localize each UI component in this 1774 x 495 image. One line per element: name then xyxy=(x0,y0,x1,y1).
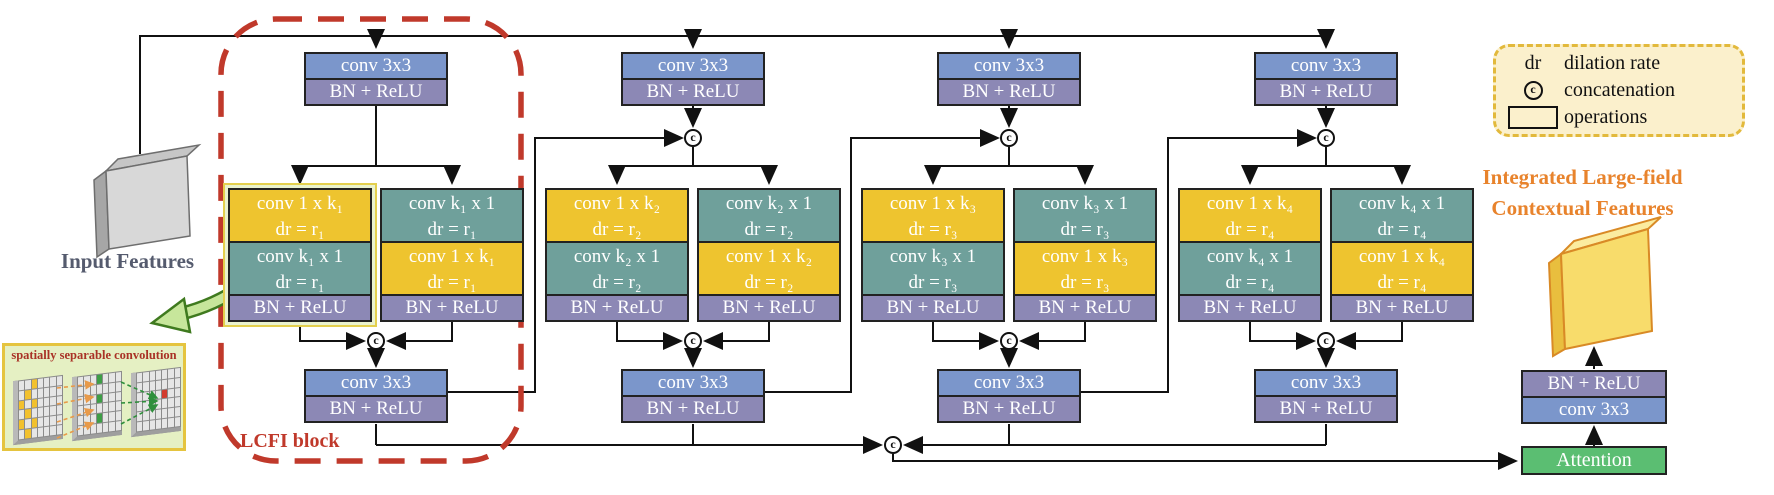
top-conv-group: conv 3x3 BN + ReLU xyxy=(1254,52,1398,106)
bn-relu-box: BN + ReLU xyxy=(545,294,689,322)
bn-relu-box: BN + ReLU xyxy=(1330,294,1474,322)
concat-icon: c xyxy=(367,332,385,350)
lcfi-column-4: conv 3x3 BN + ReLU c conv 1 x k₄ dr = r₄… xyxy=(1178,0,1474,495)
conv3x3-box: conv 3x3 xyxy=(1254,369,1398,397)
bn-relu-box: BN + ReLU xyxy=(304,395,448,423)
conv-kx1-box: conv k₄ x 1 dr = r₄ xyxy=(1330,188,1474,243)
branch-kx1-then-1xk: conv k₁ x 1 dr = r₁ conv 1 x k₁ dr = r₁ … xyxy=(380,188,524,322)
operations-box-icon xyxy=(1508,106,1558,129)
conv-1xk-box: conv 1 x k₁ dr = r₁ xyxy=(380,241,524,296)
dr-symbol: dr xyxy=(1524,52,1542,74)
bn-relu-box: BN + ReLU xyxy=(1254,395,1398,423)
bn-relu-box: BN + ReLU xyxy=(380,294,524,322)
conv3x3-box: conv 3x3 xyxy=(1521,396,1667,424)
separable-convolution-inset: spatially separable convolution xyxy=(2,343,186,451)
conv3x3-box: conv 3x3 xyxy=(1254,52,1398,80)
concat-icon: c xyxy=(1523,81,1543,100)
legend-row-concatenation: c concatenation xyxy=(1502,77,1736,104)
output-feature-map xyxy=(1547,216,1662,358)
lcfi-column-3: conv 3x3 BN + ReLU c conv 1 x k₃ dr = r₃… xyxy=(861,0,1157,495)
concat-icon: c xyxy=(1000,129,1018,147)
bn-relu-box: BN + ReLU xyxy=(1254,78,1398,106)
top-bus-line xyxy=(139,35,1326,154)
conv-kx1-box: conv k₃ x 1 dr = r₃ xyxy=(1013,188,1157,243)
bn-relu-box: BN + ReLU xyxy=(1178,294,1322,322)
conv-kx1-box: conv k₃ x 1 dr = r₃ xyxy=(861,241,1005,296)
conv-kx1-box: conv k₁ x 1 dr = r₁ xyxy=(380,188,524,243)
branch-1xk-then-kx1: conv 1 x k₂ dr = r₂ conv k₂ x 1 dr = r₂ … xyxy=(545,188,689,322)
branch-1xk-then-kx1: conv 1 x k₁ dr = r₁ conv k₁ x 1 dr = r₁ … xyxy=(223,183,377,327)
lcfi-column-2: conv 3x3 BN + ReLU c conv 1 x k₂ dr = r₂… xyxy=(545,0,841,495)
inset-kernel-arrows xyxy=(56,380,159,439)
bn-relu-box: BN + ReLU xyxy=(621,395,765,423)
conv-1xk-box: conv 1 x k₁ dr = r₁ xyxy=(228,188,372,243)
conv-1xk-box: conv 1 x k₂ dr = r₂ xyxy=(697,241,841,296)
concat-icon: c xyxy=(684,332,702,350)
bottom-conv-group: conv 3x3 BN + ReLU xyxy=(937,369,1081,423)
branch-kx1-then-1xk: conv k₂ x 1 dr = r₂ conv 1 x k₂ dr = r₂ … xyxy=(697,188,841,322)
bottom-conv-group: conv 3x3 BN + ReLU xyxy=(621,369,765,423)
conv3x3-box: conv 3x3 xyxy=(621,369,765,397)
conv-1xk-box: conv 1 x k₄ dr = r₄ xyxy=(1330,241,1474,296)
bn-relu-box: BN + ReLU xyxy=(1521,370,1667,398)
bottom-conv-group: conv 3x3 BN + ReLU xyxy=(1254,369,1398,423)
branch-kx1-then-1xk: conv k₃ x 1 dr = r₃ conv 1 x k₃ dr = r₃ … xyxy=(1013,188,1157,322)
branch-kx1-then-1xk: conv k₄ x 1 dr = r₄ conv 1 x k₄ dr = r₄ … xyxy=(1330,188,1474,322)
bn-relu-box: BN + ReLU xyxy=(861,294,1005,322)
attention-box: Attention xyxy=(1521,446,1667,475)
concat-icon: c xyxy=(684,129,702,147)
inset-title: spatially separable convolution xyxy=(11,348,177,362)
top-conv-group: conv 3x3 BN + ReLU xyxy=(621,52,765,106)
lcfi-block-label: LCFI block xyxy=(240,430,340,452)
bn-relu-box: BN + ReLU xyxy=(937,395,1081,423)
legend-row-operations: operations xyxy=(1502,104,1736,131)
bn-relu-box: BN + ReLU xyxy=(1013,294,1157,322)
output-conv-group: BN + ReLU conv 3x3 xyxy=(1521,370,1667,424)
bn-relu-box: BN + ReLU xyxy=(937,78,1081,106)
bn-relu-box: BN + ReLU xyxy=(697,294,841,322)
input-feature-map xyxy=(93,143,202,259)
lcfi-column-1: conv 3x3 BN + ReLU conv 1 x k₁ dr = r₁ c… xyxy=(223,0,524,495)
branch-1xk-then-kx1: conv 1 x k₄ dr = r₄ conv k₄ x 1 dr = r₄ … xyxy=(1178,188,1322,322)
concat-icon: c xyxy=(1317,129,1335,147)
conv3x3-box: conv 3x3 xyxy=(937,369,1081,397)
conv3x3-box: conv 3x3 xyxy=(304,52,448,80)
conv-1xk-box: conv 1 x k₂ dr = r₂ xyxy=(545,188,689,243)
conv3x3-box: conv 3x3 xyxy=(621,52,765,80)
conv-1xk-box: conv 1 x k₃ dr = r₃ xyxy=(861,188,1005,243)
conv3x3-box: conv 3x3 xyxy=(937,52,1081,80)
conv3x3-box: conv 3x3 xyxy=(304,369,448,397)
output-features-label: Integrated Large-field Contextual Featur… xyxy=(1482,165,1683,220)
legend: dr dilation rate c concatenation operati… xyxy=(1493,44,1745,137)
conv-kx1-box: conv k₂ x 1 dr = r₂ xyxy=(545,241,689,296)
conv-1xk-box: conv 1 x k₃ dr = r₃ xyxy=(1013,241,1157,296)
conv-1xk-box: conv 1 x k₄ dr = r₄ xyxy=(1178,188,1322,243)
top-conv-group: conv 3x3 BN + ReLU xyxy=(937,52,1081,106)
input-features-label: Input Features xyxy=(60,249,195,273)
bottom-conv-group: conv 3x3 BN + ReLU xyxy=(304,369,448,423)
top-conv-group: conv 3x3 BN + ReLU xyxy=(304,52,448,106)
concat-icon: c xyxy=(884,436,902,454)
bn-relu-box: BN + ReLU xyxy=(228,294,372,322)
legend-row-dilation-rate: dr dilation rate xyxy=(1502,50,1736,77)
concat-icon: c xyxy=(1000,332,1018,350)
bn-relu-box: BN + ReLU xyxy=(304,78,448,106)
conv-kx1-box: conv k₁ x 1 dr = r₁ xyxy=(228,241,372,296)
concat-icon: c xyxy=(1317,332,1335,350)
bn-relu-box: BN + ReLU xyxy=(621,78,765,106)
conv-kx1-box: conv k₄ x 1 dr = r₄ xyxy=(1178,241,1322,296)
branch-1xk-then-kx1: conv 1 x k₃ dr = r₃ conv k₃ x 1 dr = r₃ … xyxy=(861,188,1005,322)
conv-kx1-box: conv k₂ x 1 dr = r₂ xyxy=(697,188,841,243)
